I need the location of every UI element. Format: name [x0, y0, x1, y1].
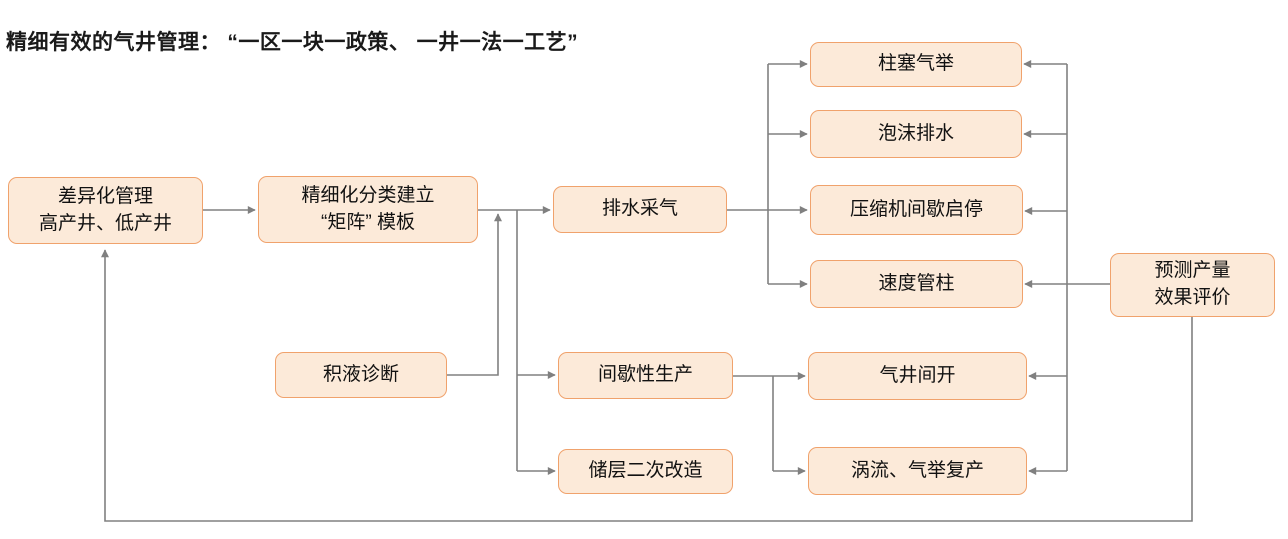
node-intermittent-production: 间歇性生产 — [558, 352, 733, 399]
node-label: 柱塞气举 — [877, 53, 954, 75]
node-label: 涡流、气举复产 — [850, 459, 984, 481]
node-differential-management: 差异化管理 高产井、低产井 — [8, 177, 203, 244]
node-vortex-gas-lift-restart: 涡流、气举复产 — [808, 447, 1027, 495]
node-matrix-template: 精细化分类建立 “矩阵” 模板 — [258, 176, 478, 243]
node-label: 高产井、低产井 — [38, 212, 172, 234]
node-label: 泡沫排水 — [877, 122, 954, 144]
node-foam-drainage: 泡沫排水 — [810, 110, 1022, 158]
node-label: 气井间开 — [879, 364, 956, 386]
node-gas-well-intermittent-opening: 气井间开 — [808, 352, 1027, 400]
diagram-title: 精细有效的气井管理： “一区一块一政策、 一井一法一工艺” — [6, 31, 579, 54]
node-label: 预测产量 — [1154, 260, 1231, 282]
node-plunger-gas-lift: 柱塞气举 — [810, 42, 1022, 87]
node-label: 储层二次改造 — [588, 460, 703, 482]
node-label: 效果评价 — [1154, 287, 1231, 308]
node-label: 速度管柱 — [878, 272, 955, 294]
node-label: 精细化分类建立 — [301, 184, 435, 206]
node-velocity-string: 速度管柱 — [810, 260, 1023, 308]
node-liquid-loading-diagnosis: 积液诊断 — [275, 352, 447, 398]
node-forecast-evaluation: 预测产量 效果评价 — [1110, 253, 1275, 317]
node-label: 差异化管理 — [57, 185, 153, 207]
node-label: 压缩机间歇启停 — [849, 198, 983, 220]
node-drainage-gas-recovery: 排水采气 — [553, 186, 727, 233]
node-label: 积液诊断 — [322, 363, 399, 385]
node-label: 排水采气 — [601, 198, 678, 220]
feedback-arrow — [101, 249, 1193, 522]
flow-arrow — [447, 213, 502, 376]
node-label: 间歇性生产 — [597, 364, 693, 386]
node-compressor-intermittent-startstop: 压缩机间歇启停 — [810, 185, 1023, 235]
node-label: “矩阵” 模板 — [321, 211, 415, 233]
node-reservoir-restimulation: 储层二次改造 — [558, 449, 733, 494]
